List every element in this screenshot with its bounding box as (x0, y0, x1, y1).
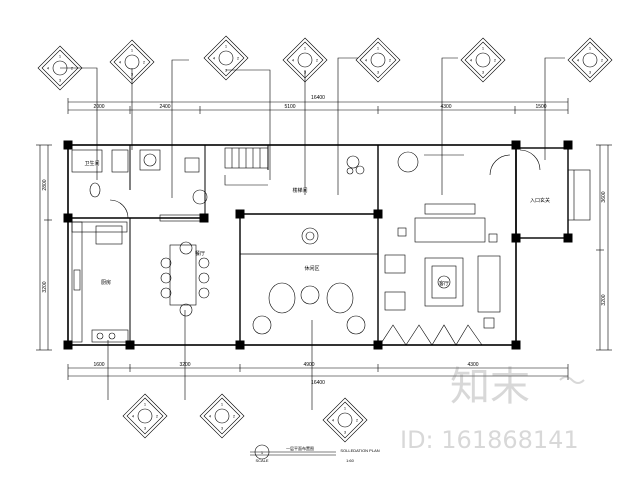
right-dim-1: 3600 (601, 191, 607, 202)
elevation-tag-number: 3 (344, 430, 347, 435)
elevation-tag-number: 2 (389, 58, 392, 63)
elevation-tag-number: 2 (494, 58, 497, 63)
right-dim-2: 3200 (601, 294, 607, 305)
elevation-tag-number: 3 (221, 426, 224, 431)
watermark-id: ID: 161868141 (400, 426, 579, 454)
elevation-tag-number: 1 (131, 48, 134, 53)
top-dim-5: 1500 (535, 104, 546, 110)
elevation-tag-number: 4 (213, 56, 216, 61)
top-dim-4: 4300 (440, 104, 451, 110)
elevation-tag-number: 3 (131, 72, 134, 77)
elevation-tag-number: 1 (225, 44, 228, 49)
elevation-tag-number: 2 (233, 414, 236, 419)
top-dim-1: 2000 (93, 104, 104, 110)
elevation-tag-number: 4 (132, 414, 135, 419)
room-label-stair: 楼梯间 (292, 187, 307, 194)
left-dim-1: 2800 (42, 179, 48, 190)
elevation-tag-number: 1 (589, 46, 592, 51)
room-label-entrance: 入口玄关 (530, 197, 550, 204)
stairs (224, 147, 269, 186)
elevation-tag-number: 1 (221, 402, 224, 407)
elevation-tag-symbol: 1 2 3 4 (460, 37, 506, 83)
bottom-dim-3: 4900 (303, 362, 314, 368)
elevation-tag-number: 4 (47, 66, 50, 71)
total-width-top: 16400 (311, 95, 325, 101)
leisure-fixtures (252, 155, 366, 335)
svg-text:1: 1 (261, 450, 264, 455)
title-block: 1 一层平面布置图 SOLLEDATION PLAN SCALE 1:60 (250, 444, 380, 463)
elevation-tag-number: 3 (589, 70, 592, 75)
plan-subtitle: SOLLEDATION PLAN (340, 448, 379, 453)
elevation-tag-number: 1 (304, 46, 307, 51)
plan-title: 一层平面布置图 (286, 445, 314, 451)
elevation-tag-symbol: 1 2 3 4 (355, 37, 401, 83)
top-dim-3: 5100 (284, 104, 295, 110)
room-label-living: 客厅 (439, 280, 449, 287)
elevation-tag-number: 2 (156, 414, 159, 419)
dining-table (159, 214, 210, 317)
elevation-tag-number: 1 (59, 54, 62, 59)
elevation-tag-symbol: 1 2 3 4 (122, 393, 168, 439)
watermark-brand: 知末 (450, 364, 530, 410)
elevation-tag-symbol: 1 2 3 4 (567, 37, 613, 83)
elevation-tag-number: 3 (144, 426, 147, 431)
elevation-tag-symbol: 1 2 3 4 (322, 397, 368, 443)
tag-leaders (60, 57, 565, 410)
bathroom-fixtures (71, 149, 208, 219)
elevation-tag-number: 4 (332, 418, 335, 423)
dimension-lines (36, 98, 612, 380)
elevation-tag-number: 4 (470, 58, 473, 63)
elevation-tag-number: 1 (144, 402, 147, 407)
elevation-tag-number: 4 (209, 414, 212, 419)
room-label-leisure: 休闲区 (304, 265, 319, 272)
elevation-tag-number: 3 (377, 70, 380, 75)
elevation-tag-number: 3 (482, 70, 485, 75)
elevation-tag-number: 2 (356, 418, 359, 423)
top-dim-2: 2400 (159, 104, 170, 110)
elevation-tag-number: 4 (292, 58, 295, 63)
elevation-tag-number: 4 (577, 58, 580, 63)
elevation-tag-number: 4 (365, 58, 368, 63)
elevation-tag-number: 3 (59, 78, 62, 83)
left-dim-2: 3200 (42, 281, 48, 292)
elevation-tag-number: 3 (304, 70, 307, 75)
living-fixtures (379, 151, 511, 346)
elevation-tag-number: 2 (237, 56, 240, 61)
elevation-tag-number: 2 (143, 60, 146, 65)
elevation-tag-number: 1 (482, 46, 485, 51)
elevation-tag-number: 4 (119, 60, 122, 65)
elevation-tag-number: 1 (344, 406, 347, 411)
bottom-dim-4: 4300 (467, 362, 478, 368)
kitchen-fixtures (71, 221, 129, 343)
plan-scale-value: 1:60 (346, 458, 355, 463)
room-label-kitchen: 厨房 (101, 279, 111, 286)
bottom-dim-1: 1600 (93, 362, 104, 368)
walls (63, 140, 573, 350)
elevation-tag-number: 2 (316, 58, 319, 63)
elevation-tag-number: 1 (377, 46, 380, 51)
entrance-fixtures (519, 149, 591, 221)
room-label-dining: 餐厅 (195, 250, 205, 257)
room-label-bathroom: 卫生间 (84, 160, 99, 167)
watermark: 知末 ID: 161868141 (400, 364, 585, 454)
elevation-tag-symbol: 1 2 3 4 (199, 393, 245, 439)
total-width-bottom: 16400 (311, 380, 325, 386)
plan-scale-label: SCALE (255, 458, 268, 463)
elevation-tag-number: 2 (601, 58, 604, 63)
